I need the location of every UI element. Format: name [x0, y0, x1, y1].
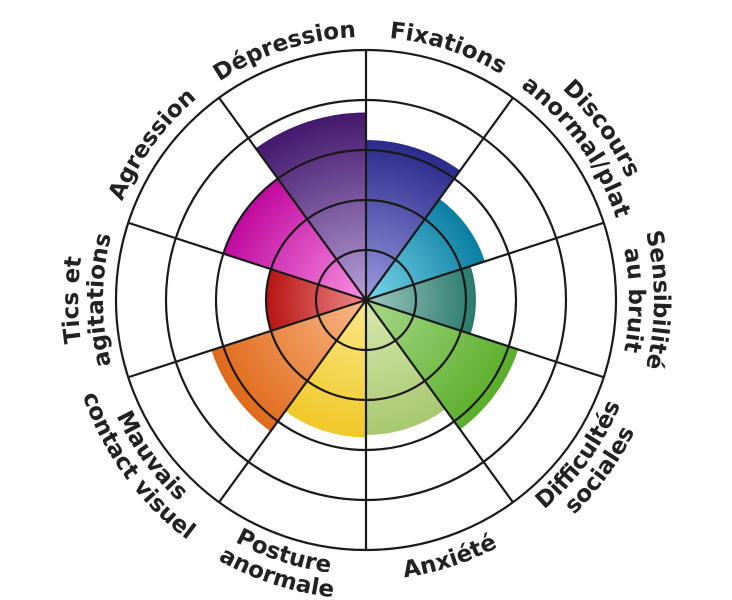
grid-spoke [365, 97, 514, 301]
grid-spoke [365, 221, 605, 302]
category-label-text: Anxiété [401, 529, 501, 583]
sector-0 [366, 140, 461, 300]
category-label: contact visuel [77, 389, 200, 545]
category-label-text: au bruit [618, 246, 649, 355]
category-label-text: contact visuel [77, 389, 200, 545]
sector-4 [366, 300, 446, 435]
center-dot [363, 297, 369, 303]
category-label: Anxiété [401, 529, 501, 583]
category-label-text: agitations [83, 231, 117, 370]
grid-spoke [218, 299, 367, 503]
grid-spoke [365, 299, 514, 503]
category-label: agitations [83, 231, 117, 370]
sectors [211, 112, 519, 438]
category-label-text: Fixations [389, 18, 512, 80]
grid-spoke [127, 221, 367, 302]
category-label: Fixations [389, 18, 512, 80]
category-label: Tics et [58, 255, 87, 345]
category-label: Agression [104, 83, 201, 203]
sector-5 [285, 300, 366, 438]
sector-9 [255, 112, 366, 300]
category-label: au bruit [618, 246, 649, 355]
category-label-text: Tics et [58, 255, 87, 345]
category-label-text: Agression [104, 83, 201, 203]
sector-8 [223, 178, 366, 300]
grid-spoke [365, 298, 605, 379]
grid-spoke [127, 298, 367, 379]
sector-1 [366, 198, 485, 300]
grid-spoke [218, 97, 367, 301]
grid [114, 48, 618, 552]
sector-2 [366, 266, 476, 334]
